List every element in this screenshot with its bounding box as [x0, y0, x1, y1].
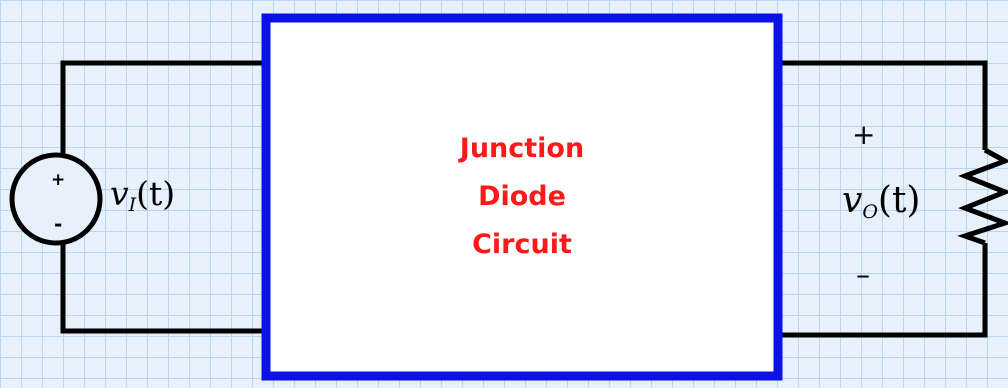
voltage-source [9, 152, 103, 246]
output-voltage-label: vO(t) [842, 180, 920, 223]
output-minus-sign: – [856, 258, 870, 291]
load-resistor [957, 147, 1008, 246]
diode-circuit-block [261, 13, 783, 381]
output-voltage-arg: (t) [877, 180, 921, 221]
block-label-line1: Junction [459, 133, 585, 164]
source-plus-sign: + [51, 170, 66, 190]
input-bottom-wire [60, 243, 262, 334]
input-voltage-label: vI(t) [110, 174, 175, 216]
output-voltage-sub: O [862, 201, 878, 223]
output-bottom-wire [782, 243, 988, 338]
input-voltage-sub: I [128, 194, 137, 216]
output-voltage-var: v [842, 180, 863, 221]
output-top-wire [782, 60, 988, 150]
block-label-line3: Circuit [472, 229, 572, 260]
source-minus-sign: - [54, 212, 63, 236]
block-label: Junction Diode Circuit [262, 14, 782, 380]
output-plus-sign: + [852, 118, 876, 151]
input-voltage-arg: (t) [136, 174, 176, 213]
input-top-wire [60, 60, 262, 155]
block-label-line2: Diode [478, 181, 566, 212]
input-voltage-var: v [110, 174, 129, 213]
